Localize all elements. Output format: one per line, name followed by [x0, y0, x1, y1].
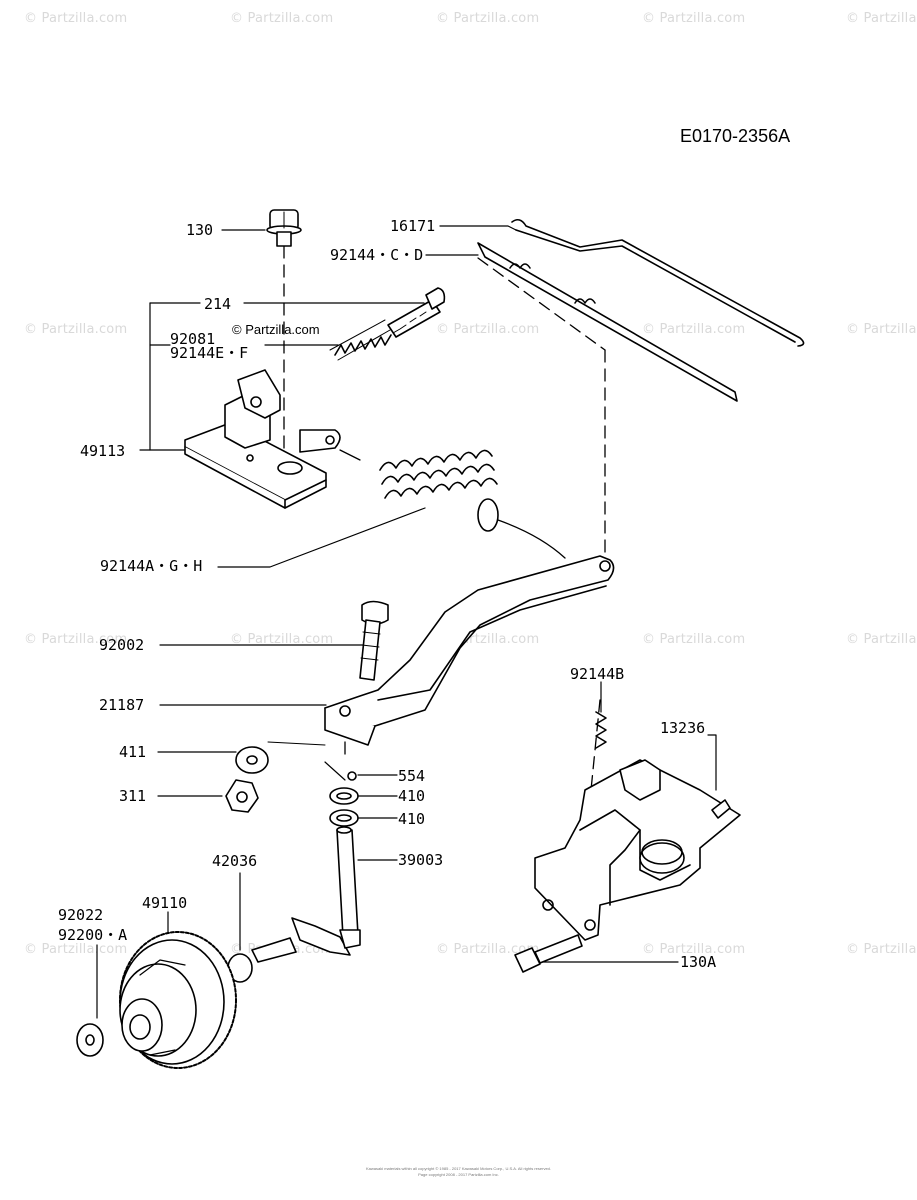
watermark: © Partzilla.com [230, 11, 334, 26]
callout-130[interactable]: 130 [186, 221, 214, 239]
watermark: © Partzilla.com [642, 11, 746, 26]
watermark: © Partzilla.com [642, 942, 746, 957]
watermark: © Partzilla.com [642, 632, 746, 647]
bolt-214 [387, 287, 446, 338]
spring-92081 [329, 319, 392, 361]
callout-130a[interactable]: 130A [680, 953, 717, 971]
pin-554 [324, 761, 357, 781]
spring-link-92144cd [477, 242, 738, 402]
control-plate-13236 [534, 759, 741, 941]
watermark: © Partzilla.com [642, 322, 746, 337]
bolt-92002 [359, 600, 389, 681]
callout-92022[interactable]: 92022 [58, 906, 104, 924]
washer-411 [235, 741, 326, 774]
spring-92144b [595, 711, 607, 749]
callout-554[interactable]: 554 [398, 767, 426, 785]
washer-410-b [329, 809, 359, 827]
bolt-130a [514, 934, 583, 973]
copyright-line: Kawasaki materials within all copyright … [365, 1166, 552, 1171]
bracket-49113 [184, 369, 341, 509]
governor-gear-49110 [119, 931, 237, 1069]
callout-92144a-g-h[interactable]: 92144A・G・H [100, 557, 203, 575]
callout-49110[interactable]: 49110 [142, 894, 188, 912]
governor-shaft-39003 [291, 826, 361, 956]
washer-92022 [76, 1023, 104, 1057]
inline-watermark: © Partzilla.com [232, 322, 320, 337]
diagram-reference: E0170-2356A [680, 126, 791, 146]
washer-410-a [329, 787, 359, 805]
watermark: © Partzilla.com [846, 942, 917, 957]
bolt-130 [266, 209, 302, 247]
governor-arm-21187 [324, 555, 615, 746]
copyright-line: Page copyright 2008 - 2017 Partzilla.com… [418, 1172, 499, 1177]
watermark: © Partzilla.com [846, 11, 917, 26]
watermark: © Partzilla.com [846, 632, 917, 647]
callout-410[interactable]: 410 [398, 787, 426, 805]
watermark: © Partzilla.com [24, 11, 128, 26]
callout-92144e-f[interactable]: 92144E・F [170, 344, 249, 362]
throttle-rod-16171 [511, 218, 805, 347]
callout-214[interactable]: 214 [204, 295, 232, 313]
watermark: © Partzilla.com [24, 942, 128, 957]
callout-92144b[interactable]: 92144B [570, 665, 625, 683]
watermark: © Partzilla.com [436, 942, 540, 957]
callout-411[interactable]: 411 [119, 743, 147, 761]
watermark: © Partzilla.com [846, 322, 917, 337]
leader-lines [96, 225, 717, 1019]
watermark: © Partzilla.com [24, 322, 128, 337]
shaft-42036 [227, 937, 297, 983]
callout-21187[interactable]: 21187 [99, 696, 145, 714]
watermark: © Partzilla.com [24, 632, 128, 647]
callout-13236[interactable]: 13236 [660, 719, 706, 737]
callout-92144-c-d[interactable]: 92144・C・D [330, 246, 424, 264]
callout-39003[interactable]: 39003 [398, 851, 444, 869]
nut-311 [225, 779, 259, 813]
callout-311[interactable]: 311 [119, 787, 147, 805]
governor-spring-92144agh [339, 449, 566, 559]
watermark: © Partzilla.com [436, 322, 540, 337]
watermark: © Partzilla.com [436, 11, 540, 26]
callout-42036[interactable]: 42036 [212, 852, 258, 870]
watermark: © Partzilla.com [230, 632, 334, 647]
callout-410[interactable]: 410 [398, 810, 426, 828]
callout-49113[interactable]: 49113 [80, 442, 126, 460]
callout-92002[interactable]: 92002 [99, 636, 145, 654]
callout-92200-a[interactable]: 92200・A [58, 926, 128, 944]
callout-92081[interactable]: 92081 [170, 330, 216, 348]
callout-16171[interactable]: 16171 [390, 217, 436, 235]
alignment-dashed-lines [283, 245, 606, 801]
